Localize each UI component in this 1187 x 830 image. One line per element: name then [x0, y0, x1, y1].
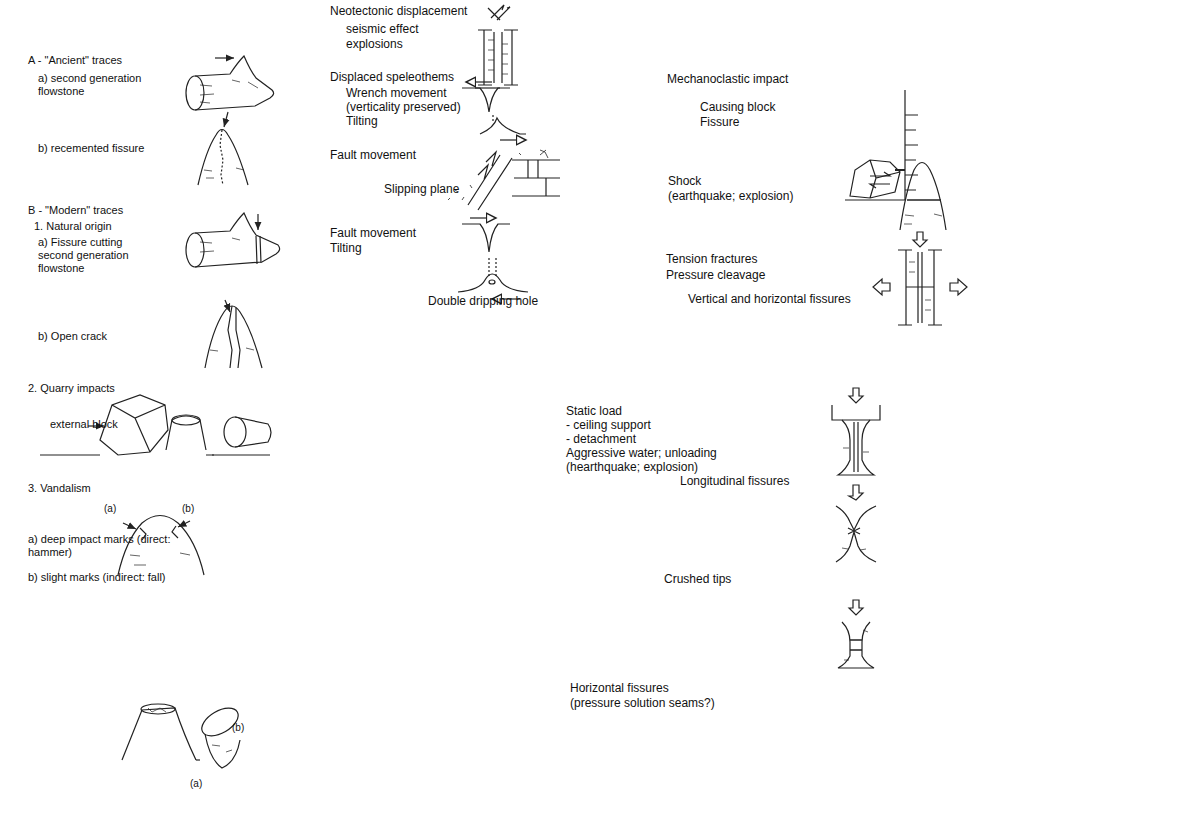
annotation-label: Fault movement: [330, 226, 416, 240]
annotation-label: Mechanoclastic impact: [667, 72, 788, 86]
item-label: a) Fissure cutting second generation flo…: [38, 236, 150, 276]
annotation-label: Causing block: [700, 100, 775, 114]
section-heading: B - "Modern" traces: [28, 204, 123, 217]
annotation-label: Fissure: [700, 115, 739, 129]
section-heading: A - "Ancient" traces: [28, 54, 122, 67]
annotation-label: Neotectonic displacement: [330, 4, 467, 18]
callout-letter: (b): [232, 722, 244, 734]
crushed-tips: [836, 485, 876, 562]
broken-stalagmite: [122, 702, 243, 768]
annotation-label: Longitudinal fissures: [680, 474, 789, 488]
annotation-label: Shock: [668, 174, 701, 188]
annotation-label: Fault movement: [330, 148, 416, 162]
annotation-label: Displaced speleothems: [330, 70, 454, 84]
subsection-heading: 2. Quarry impacts: [28, 382, 115, 395]
annotation-label: (earthquake; explosion): [668, 189, 793, 203]
recemented-stalagmite: [198, 112, 248, 185]
part-label: external block: [50, 418, 118, 431]
annotation-label: Aggressive water; unloading: [566, 446, 717, 460]
annotation-label: Crushed tips: [664, 572, 731, 586]
item-label: a) deep impact marks (direct: hammer): [28, 533, 178, 559]
annotation-label: Tension fractures: [666, 252, 757, 266]
annotation-label: Vertical and horizontal fissures: [688, 292, 851, 306]
shock-stalagmite: [870, 163, 946, 231]
annotation-label: (pressure solution seams?): [570, 696, 715, 710]
slipping-plane: [448, 150, 560, 210]
annotation-label: Pressure cleavage: [666, 268, 765, 282]
annotation-label: Horizontal fissures: [570, 681, 669, 695]
static-load-column: [832, 388, 880, 475]
annotation-label: explosions: [346, 37, 403, 51]
cracked-stalagmite: [205, 300, 262, 368]
callout-letter: (a): [104, 503, 116, 515]
subsection-heading: 3. Vandalism: [28, 482, 91, 495]
cut-flowstone-cylinder: [186, 213, 280, 267]
tension-column: [873, 232, 967, 325]
annotation-label: Static load: [566, 404, 622, 418]
item-label: a) second generation flowstone: [38, 72, 158, 98]
mechanoclastic-impact: [845, 90, 918, 200]
subsection-heading: 1. Natural origin: [34, 220, 112, 233]
vandalized-stalagmite: [118, 516, 204, 576]
annotation-label: - detachment: [566, 432, 636, 446]
item-label: b) slight marks (indirect: fall): [28, 571, 178, 584]
annotation-label: Wrench movement: [346, 86, 446, 100]
annotation-label: - ceiling support: [566, 418, 651, 432]
annotation-label: Slipping plane: [384, 182, 459, 196]
quarry-impact: [40, 395, 271, 455]
annotation-label: (hearthquake; explosion): [566, 460, 698, 474]
annotation-label: Tilting: [346, 114, 378, 128]
displaced-speleothems: [462, 82, 526, 140]
neotectonic-column: [478, 5, 518, 85]
annotation-label: Double dripping hole: [428, 294, 538, 308]
annotation-label: seismic effect: [346, 22, 418, 36]
callout-letter: (b): [182, 503, 194, 515]
item-label: b) recemented fissure: [38, 142, 144, 155]
flowstone-cylinder: [186, 56, 274, 110]
annotation-label: (verticality preserved): [346, 100, 461, 114]
annotation-label: Tilting: [330, 241, 362, 255]
item-label: b) Open crack: [38, 330, 107, 343]
callout-letter: (a): [190, 778, 202, 790]
double-dripping-hole: [458, 218, 528, 299]
horizontal-fissures-column: [838, 600, 874, 668]
